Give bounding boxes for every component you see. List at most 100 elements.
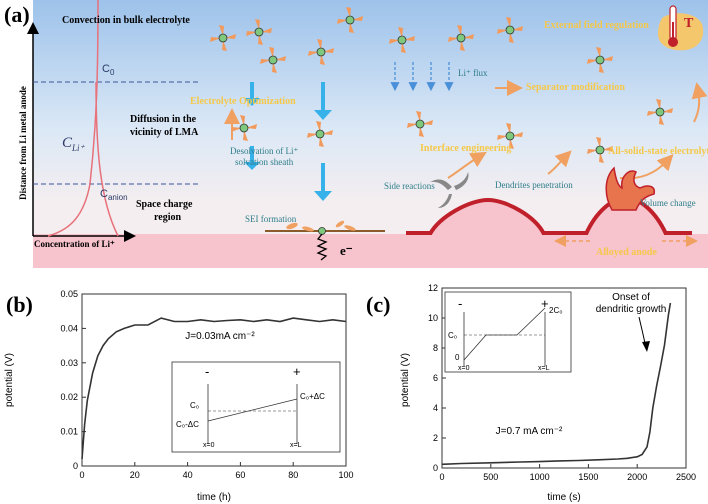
c-x-tick-label: 1500 <box>578 472 598 482</box>
c-inset-xl: x=L <box>538 365 550 372</box>
desolvation-line2: solvation sheath <box>235 157 294 167</box>
c-inset-2c0: 2C₀ <box>549 306 563 315</box>
c-xlabel: time (s) <box>547 492 580 503</box>
electrolyte-optimization-label: Electrolyte Optimization <box>190 96 296 107</box>
electrolyte-region <box>33 0 708 235</box>
c-inset-profile-line <box>463 307 546 361</box>
b-xlabel: time (h) <box>197 492 231 503</box>
panel-b-label: (b) <box>6 292 33 317</box>
thermometer-icon <box>658 5 704 51</box>
b-inset-c0-plus: C₀+ΔC <box>300 392 325 401</box>
li-concentration-curve <box>47 0 99 237</box>
electron-label: e⁻ <box>340 243 353 258</box>
c-inset-zero: 0 <box>455 353 460 362</box>
li-metal-anode <box>33 234 708 268</box>
c-onset-line2: dendritic growth <box>596 304 667 315</box>
b-inset-minus: - <box>205 364 209 379</box>
alloyed-anode-label: Alloyed anode <box>596 247 657 258</box>
thermometer-letter: T <box>684 16 694 31</box>
c-inset: - + C₀ 2C₀ 0 x=0 x=L <box>444 291 572 373</box>
b-x-tick-label: 40 <box>183 470 193 480</box>
b-inset-plus: + <box>293 364 301 379</box>
space-charge-line2: region <box>154 212 182 223</box>
c-x-tick-label: 500 <box>483 472 498 482</box>
protective-layer <box>428 197 546 236</box>
c-li-label: CLi⁺ <box>62 135 84 154</box>
c0-label: C0 <box>102 63 114 77</box>
c-inset-x0: x=0 <box>458 365 470 372</box>
volume-change-label: Volume change <box>640 198 696 208</box>
dendrite <box>605 166 656 211</box>
sei-fragments <box>286 220 356 232</box>
y-axis-label: Distance from Li metal anode <box>18 86 28 200</box>
li-ion-deposit <box>318 227 326 235</box>
external-field-label: External field regulation <box>544 20 649 31</box>
c-inset-plus: + <box>541 296 549 311</box>
b-y-tick-label: 0.03 <box>60 358 78 368</box>
panel-a-background <box>27 0 708 268</box>
c-current-density: J=0.7 mA cm⁻² <box>496 426 563 437</box>
b-y-tick-label: 0.01 <box>60 427 78 437</box>
b-y-tick-label: 0.05 <box>60 289 78 299</box>
b-inset: - + C₀ C₀-ΔC C₀+ΔC x=0 x=L <box>171 361 341 453</box>
plot-frame-b <box>81 293 347 467</box>
b-y-tick-label: 0.04 <box>60 323 78 333</box>
c-onset-line1: Onset of <box>612 292 650 303</box>
b-x-tick-label: 60 <box>235 470 245 480</box>
desolvation-line1: Desolvation of Li⁺ <box>230 146 299 156</box>
c-li-sub: Li⁺ <box>72 143 85 153</box>
b-x-tick-label: 0 <box>79 470 84 480</box>
dendrites-label: Dendrites penetration <box>495 180 573 190</box>
c-inset-minus: - <box>458 296 462 311</box>
c-anion-label: Canion <box>100 188 128 202</box>
c-y-tick-label: 10 <box>428 313 438 323</box>
potential-curve-c <box>441 302 672 466</box>
b-x-tick-label: 100 <box>338 470 353 480</box>
b-x-tick-label: 20 <box>130 470 140 480</box>
c-y-tick-label: 0 <box>433 463 438 473</box>
c-x-tick-label: 2000 <box>627 472 647 482</box>
separator-label: Separator modification <box>526 82 625 93</box>
panel-a: (a) Distance from Li metal anode Concent… <box>4 0 708 268</box>
panel-a-label: (a) <box>4 2 30 27</box>
tick-group-b: 0 20 40 60 80 100 0 0.01 0.02 0.03 0.04 0.05 <box>60 289 353 480</box>
c-anion-letter: C <box>100 188 108 200</box>
b-inset-c0: C₀ <box>190 401 199 410</box>
b-inset-frame <box>171 361 341 453</box>
desolvation-label: Desolvation of Li⁺ solvation sheath <box>230 146 298 168</box>
c-x-tick-label: 2500 <box>676 472 696 482</box>
c-li-letter: C <box>62 135 73 151</box>
c-onset-arrowhead <box>642 341 650 352</box>
c0-sub: 0 <box>109 68 115 78</box>
c-y-tick-label: 6 <box>433 373 438 383</box>
side-reactions-label: Side reactions <box>384 181 435 191</box>
li-flux-arrows <box>244 62 454 201</box>
panel-c-label: (c) <box>366 292 391 317</box>
anion-concentration-curve <box>95 81 119 237</box>
c-x-tick-label: 1000 <box>530 472 550 482</box>
b-inset-xl: x=L <box>290 442 302 449</box>
li-flux-label: Li⁺ flux <box>458 68 488 78</box>
diffusion-line2: vicinity of LMA <box>130 127 199 138</box>
diffusion-line1: Diffusion in the <box>130 114 197 125</box>
panel-b-chart: 0 20 40 60 80 100 0 0.01 0.02 0.03 0.04 0.05 potent… <box>4 289 354 503</box>
all-solid-label: All-solid-state electrolyte <box>608 146 708 157</box>
convection-label: Convection in bulk electrolyte <box>62 15 190 26</box>
b-ylabel: potential (V) <box>4 353 15 407</box>
b-x-tick-label: 80 <box>288 470 298 480</box>
c-y-tick-label: 2 <box>433 433 438 443</box>
interface-label: Interface engineering <box>420 143 512 154</box>
electron-wire <box>316 233 328 261</box>
space-charge-label: Space charge region <box>136 198 192 224</box>
potential-curve-b <box>81 317 347 460</box>
c-inset-c0: C₀ <box>448 331 457 340</box>
side-reaction-swirl <box>430 172 469 208</box>
b-inset-x0: x=0 <box>203 442 215 449</box>
b-y-tick-label: 0 <box>73 461 78 471</box>
b-current-density: J=0.03mA cm⁻² <box>185 331 255 342</box>
b-inset-c0-minus: C₀-ΔC <box>176 420 199 429</box>
y-axis-label-wrap: Distance from Li metal anode <box>8 48 28 238</box>
b-y-tick-label: 0.02 <box>60 392 78 402</box>
c-anion-sub: anion <box>107 193 128 203</box>
